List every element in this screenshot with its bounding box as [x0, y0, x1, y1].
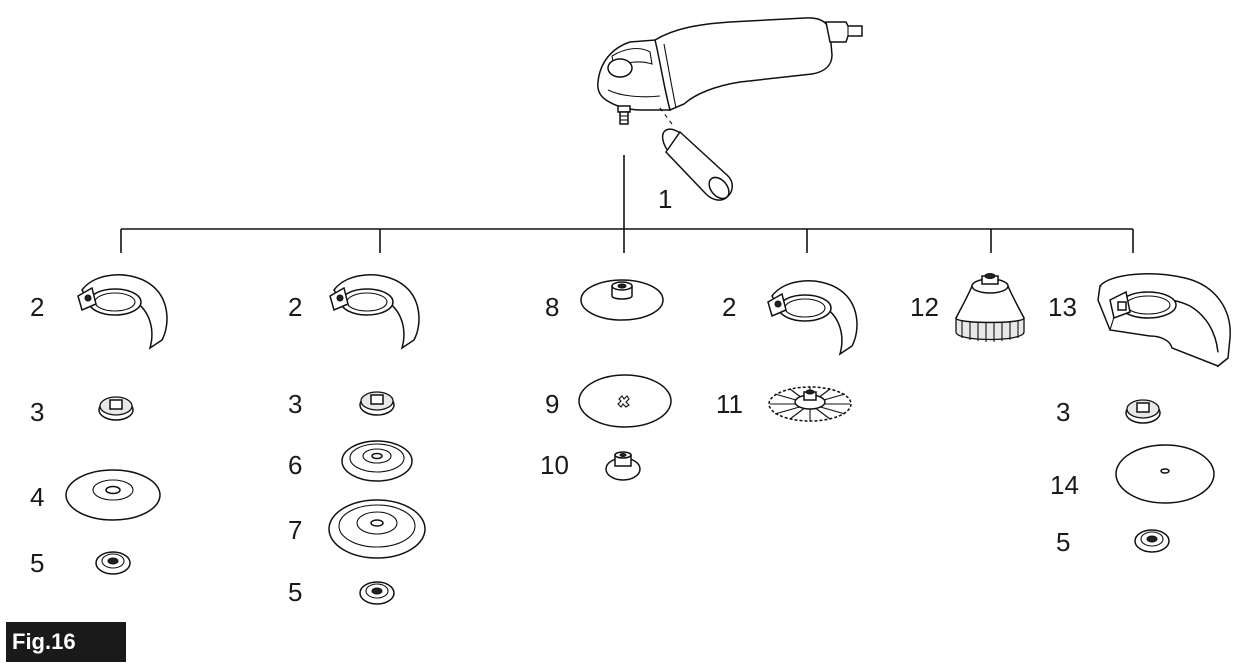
abrasive-disc-icon — [578, 374, 672, 428]
item-number-14: 14 — [1050, 470, 1079, 500]
item-number-3: 3 — [1056, 397, 1071, 427]
item-number-10: 10 — [540, 450, 569, 480]
item-number-11: 11 — [716, 389, 743, 419]
lock-nut-icon — [1134, 529, 1170, 553]
diamond-wheel-icon — [1115, 444, 1215, 504]
item-number-5: 5 — [1056, 527, 1071, 557]
item-number-7: 7 — [288, 515, 303, 545]
item-number-2: 2 — [722, 292, 737, 322]
item-number-2: 2 — [30, 292, 45, 322]
sanding-lock-nut-icon — [605, 451, 641, 481]
inner-flange-icon — [1125, 399, 1161, 424]
item-number-4: 4 — [30, 482, 45, 512]
flap-disc-icon — [341, 440, 413, 482]
item-number-13: 13 — [1048, 292, 1077, 322]
wire-wheel-brush-icon — [768, 386, 852, 422]
depressed-center-wheel-icon — [65, 469, 161, 521]
rubber-pad-icon — [580, 279, 664, 321]
connector-lines — [120, 155, 1134, 253]
cut-off-wheel-guard-icon — [1097, 273, 1231, 368]
wheel-guard-icon — [77, 274, 168, 350]
item-number-5: 5 — [30, 548, 45, 578]
item-number-6: 6 — [288, 450, 303, 480]
figure-label: Fig.16 — [6, 622, 126, 662]
wheel-guard-icon — [767, 280, 858, 356]
item-number-3: 3 — [288, 389, 303, 419]
item-number-12: 12 — [910, 292, 939, 322]
wire-cup-brush-icon — [955, 273, 1025, 342]
item-number-2: 2 — [288, 292, 303, 322]
item-number-1: 1 — [658, 184, 672, 214]
lock-nut-icon — [95, 551, 131, 575]
item-number-8: 8 — [545, 292, 560, 322]
inner-flange-icon — [359, 391, 395, 416]
item-number-5: 5 — [288, 577, 303, 607]
item-number-3: 3 — [30, 397, 45, 427]
angle-grinder-illustration — [597, 17, 863, 201]
wheel-guard-icon — [329, 274, 420, 350]
cut-off-wheel-icon — [328, 499, 426, 559]
inner-flange-icon — [98, 396, 134, 421]
item-number-9: 9 — [545, 389, 560, 419]
lock-nut-icon — [359, 581, 395, 605]
